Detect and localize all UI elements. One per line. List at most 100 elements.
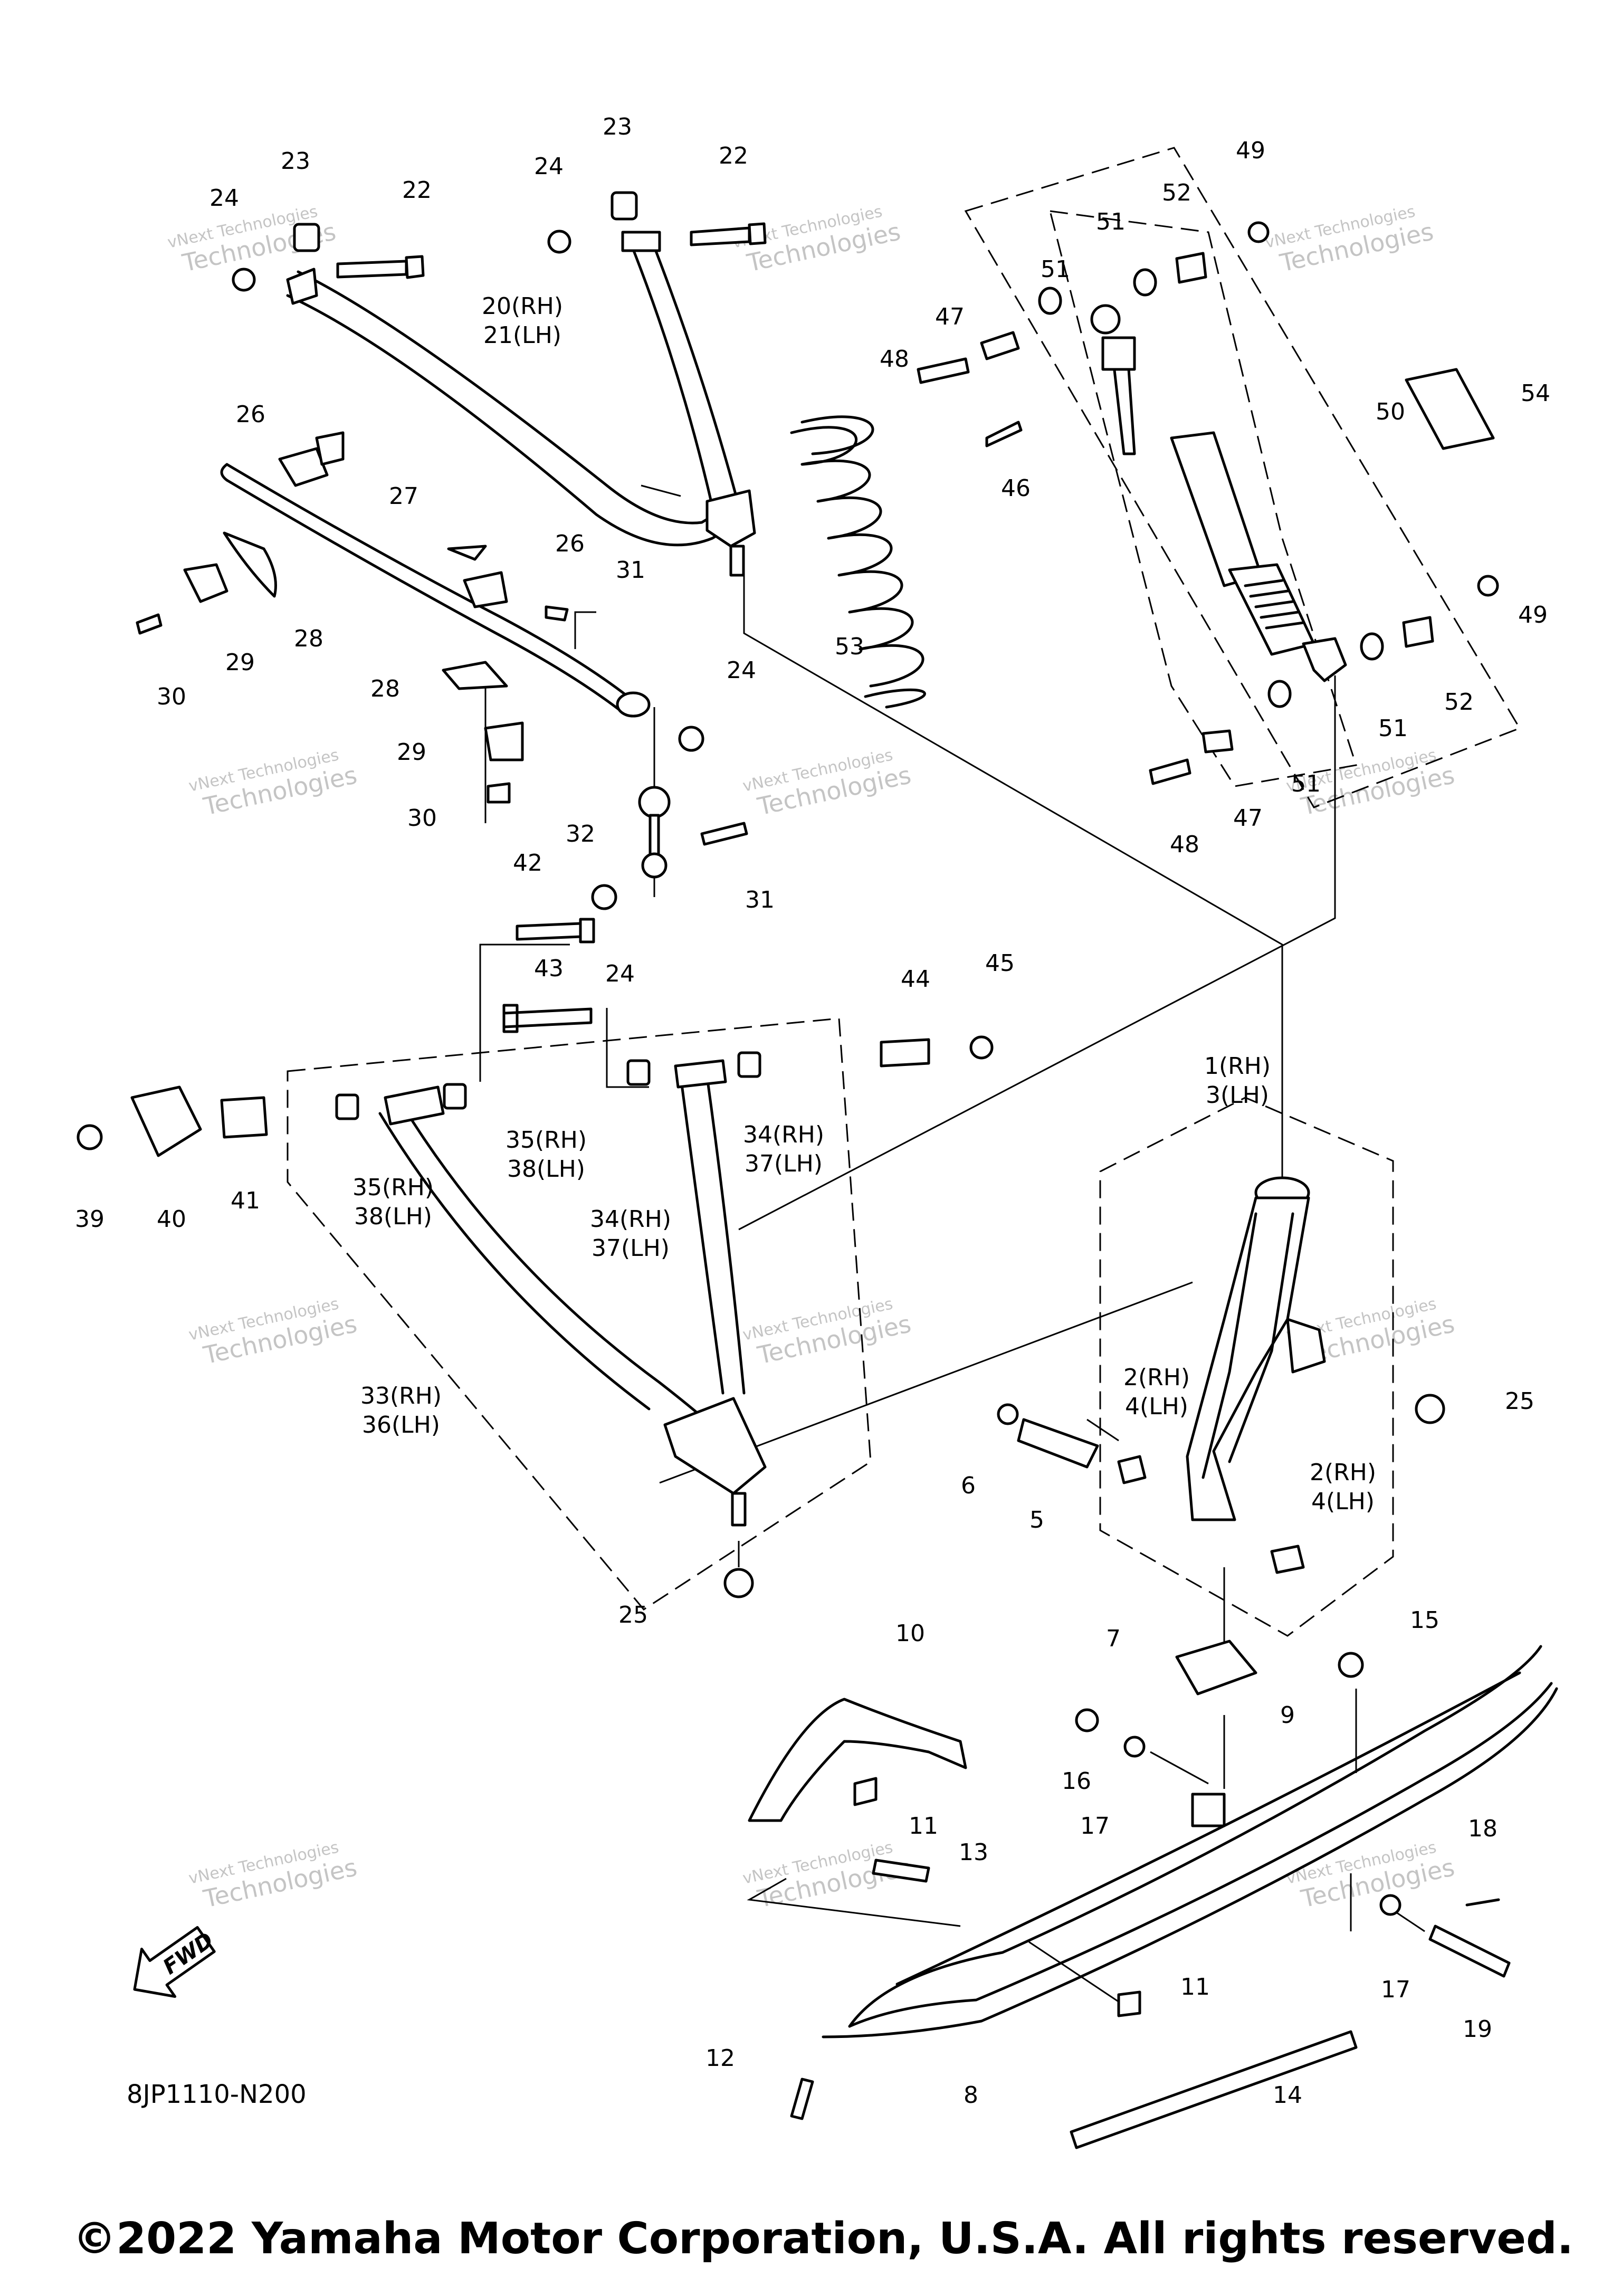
leader-line	[747, 1878, 961, 1927]
callout-label: 37(LH)	[745, 1150, 823, 1177]
callout-label: 24	[534, 153, 564, 180]
callout-label: 13	[959, 1839, 988, 1866]
callout-label: 26	[236, 401, 265, 428]
callout-label: 37(LH)	[592, 1235, 670, 1262]
bushing	[1117, 1455, 1147, 1484]
bushing	[737, 1051, 761, 1078]
bolt	[545, 605, 569, 622]
bracket	[484, 721, 524, 761]
callout-label: 24	[209, 185, 239, 212]
callout-label: 30	[407, 805, 437, 832]
callout-label: 48	[880, 346, 909, 373]
callout-label: 11	[1180, 1974, 1210, 2000]
bushing	[611, 191, 638, 221]
bushing	[293, 223, 320, 252]
pin	[1465, 1898, 1500, 1907]
callout-label: 17	[1381, 1976, 1410, 2003]
callout-label: 19	[1463, 2016, 1492, 2043]
collar	[220, 1096, 268, 1139]
callout-label: 38(LH)	[354, 1203, 432, 1230]
callout-label: 46	[1001, 475, 1031, 502]
callout-label: 34(RH)	[743, 1121, 824, 1148]
callout-label: 1(RH)	[1204, 1053, 1271, 1080]
callout-label: 24	[727, 657, 756, 684]
bracket	[442, 661, 508, 690]
fwd-arrow: FWD	[133, 1926, 218, 1998]
callout-label: 45	[985, 950, 1015, 977]
steering-spindle	[1186, 1176, 1326, 1521]
bolt	[872, 1859, 930, 1883]
callout-label: 49	[1236, 137, 1265, 164]
nut	[853, 1777, 878, 1806]
callout-label: 4(LH)	[1311, 1488, 1375, 1515]
callout-label: 4(LH)	[1125, 1393, 1188, 1420]
callout-label: 48	[1170, 831, 1199, 858]
callout-label: 12	[705, 2045, 735, 2072]
callout-label: 53	[835, 633, 864, 660]
spacer	[1038, 287, 1062, 315]
bushing	[278, 447, 329, 487]
nut	[723, 1568, 754, 1598]
callout-label: 10	[895, 1620, 925, 1647]
callout-label: 32	[566, 821, 595, 847]
bushing	[443, 1083, 467, 1110]
callout-label: 11	[909, 1813, 938, 1840]
bracket	[315, 431, 345, 466]
stabilizer-link	[638, 786, 671, 879]
leader-line	[743, 575, 1283, 1182]
callout-label: 31	[745, 887, 775, 913]
callout-label: 29	[225, 649, 255, 676]
bolt	[336, 255, 425, 279]
ski	[822, 1645, 1558, 2038]
wear-bar	[1070, 2030, 1358, 2149]
callout-label: 52	[1162, 179, 1191, 206]
decal	[1405, 368, 1495, 450]
callout-label: 26	[555, 530, 585, 557]
collar	[1202, 729, 1234, 754]
callout-label: 9	[1280, 1702, 1295, 1729]
callout-label: 47	[1233, 805, 1263, 832]
callout-label: 43	[534, 955, 564, 982]
callout-label: 22	[719, 142, 748, 169]
bracket	[130, 1085, 202, 1157]
shock-group-outline	[964, 147, 1521, 808]
nut	[1338, 1652, 1364, 1678]
bolt	[516, 918, 595, 944]
nut	[77, 1124, 103, 1150]
collar	[997, 1403, 1019, 1425]
callout-label: 27	[389, 483, 418, 510]
bolt	[690, 222, 767, 246]
spacer	[1017, 1418, 1099, 1469]
spacer	[1360, 632, 1384, 661]
nut	[1117, 1990, 1141, 2017]
shock-spring	[790, 415, 926, 709]
bushing	[1402, 616, 1434, 648]
callout-label: 24	[605, 960, 635, 987]
shock-inner-outline	[1048, 210, 1357, 787]
callout-label: 47	[935, 303, 965, 330]
callout-label: 54	[1521, 380, 1550, 407]
callout-label: 51	[1291, 770, 1321, 797]
leader-line	[1150, 1751, 1209, 1785]
callout-label: 25	[618, 1602, 648, 1628]
nut	[547, 230, 571, 254]
callout-label: 22	[402, 177, 432, 204]
callout-label: 49	[1518, 602, 1548, 628]
nut	[1477, 575, 1499, 597]
bushing	[463, 571, 508, 608]
spacer	[1267, 680, 1292, 708]
callout-label: 38(LH)	[507, 1156, 585, 1183]
nut	[1247, 221, 1270, 243]
nut	[591, 884, 617, 910]
callout-label: 34(RH)	[590, 1206, 671, 1233]
spindle-group-outline	[1099, 1097, 1394, 1637]
drawing-code: 8JP1110-N200	[127, 2080, 307, 2109]
bolt	[502, 1004, 593, 1033]
callout-label: 33(RH)	[360, 1383, 442, 1409]
pin	[985, 421, 1023, 447]
spacer	[1133, 268, 1157, 297]
callout-label: 42	[513, 850, 542, 877]
parts	[77, 191, 1558, 2149]
callout-label: 18	[1468, 1815, 1498, 1842]
callout-label: 23	[603, 113, 632, 140]
